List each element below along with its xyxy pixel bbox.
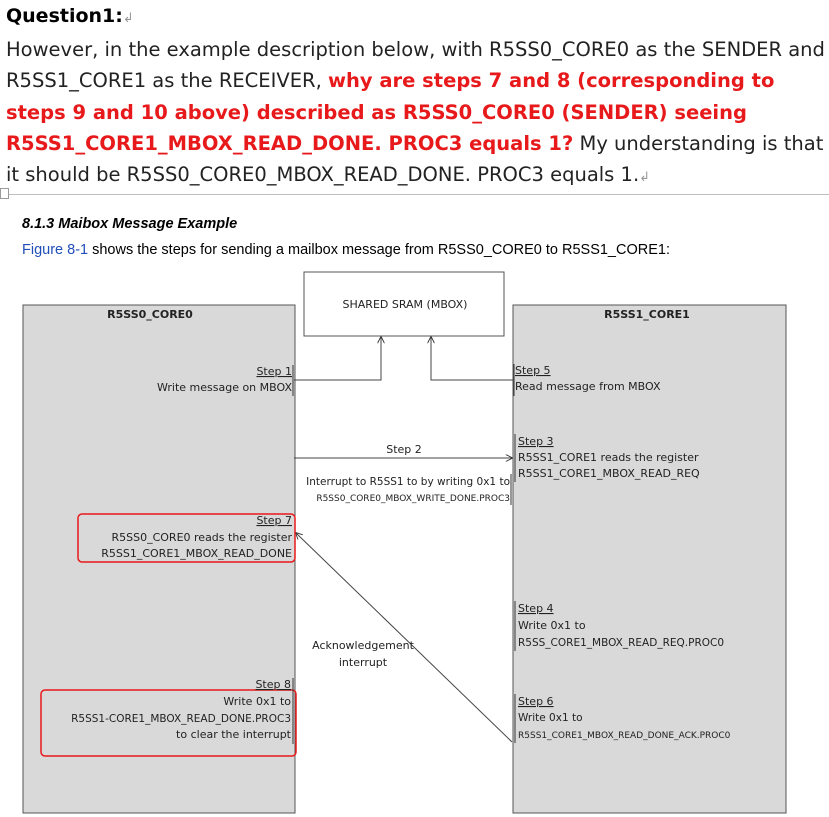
sender-core-title: R5SS0_CORE0 [107,308,193,321]
question-intro-text: However, in the example description belo… [6,38,825,93]
section-description: Figure 8-1 shows the steps for sending a… [22,242,670,258]
shared-sram-title: SHARED SRAM (MBOX) [343,298,468,311]
step8-line1: Write 0x1 to [223,695,291,708]
question-paragraph: However, in the example description belo… [6,34,826,193]
figure-link[interactable]: Figure 8-1 [22,242,89,258]
step2-label: Step 2 [386,443,422,456]
step1-text: Write message on MBOX [157,381,292,394]
step6-line1: Write 0x1 to [518,712,583,724]
step4-line2: R5SS_CORE1_MBOX_READ_REQ.PROC0 [518,637,724,649]
receiver-core-title: R5SS1_CORE1 [604,308,690,321]
ack-line2: interrupt [339,656,388,669]
step2-line2: R5SS0_CORE0_MBOX_WRITE_DONE.PROC3 [316,494,510,504]
paragraph-mark-icon: ↲ [639,170,651,186]
question-tail-text: My understanding is that it should be R5… [6,131,824,187]
step1-arrow [294,337,381,381]
shared-sram-box [303,271,505,337]
question-heading: Question1:↲ [6,4,826,31]
step1-label: Step 1 [256,365,292,378]
section-description-text: shows the steps for sending a mailbox me… [88,242,670,258]
ack-arrow [296,533,513,743]
paragraph-mark-icon: ↲ [122,11,134,26]
ack-line1: Acknowledgement [312,639,414,652]
step7-label: Step 7 [256,514,292,527]
step3-line2: R5SS1_CORE1_MBOX_READ_REQ [518,467,700,480]
step5-arrow [431,337,513,381]
step3-line1: R5SS1_CORE1 reads the register [518,451,699,464]
step8-label: Step 8 [255,678,291,691]
receiver-core-box [512,304,787,814]
step2-line1: Interrupt to R5SS1 to by writing 0x1 to [306,476,510,488]
step4-line1: Write 0x1 to [518,619,586,632]
horizontal-divider [0,194,829,195]
step3-label: Step 3 [518,435,554,448]
step7-line1: R5SS0_CORE0 reads the register [111,531,292,544]
step4-label: Step 4 [518,602,554,615]
question-highlighted-text: why are steps 7 and 8 (corresponding to … [6,69,775,155]
step7-line2: R5SS1_CORE1_MBOX_READ_DONE [101,547,292,560]
step6-line2: R5SS1_CORE1_MBOX_READ_DONE_ACK.PROC0 [518,731,731,741]
step7-highlight [77,513,296,563]
section-title: 8.1.3 Maibox Message Example [22,216,238,232]
anchor-marker-icon [0,188,9,199]
step6-label: Step 6 [518,695,554,708]
step8-highlight [40,689,297,757]
step5-label: Step 5 [515,364,551,377]
step8-line2: R5SS1-CORE1_MBOX_READ_DONE.PROC3 [71,713,291,725]
step5-text: Read message from MBOX [515,380,661,393]
question-heading-text: Question1: [6,5,123,27]
step8-line3: to clear the interrupt [176,728,292,741]
